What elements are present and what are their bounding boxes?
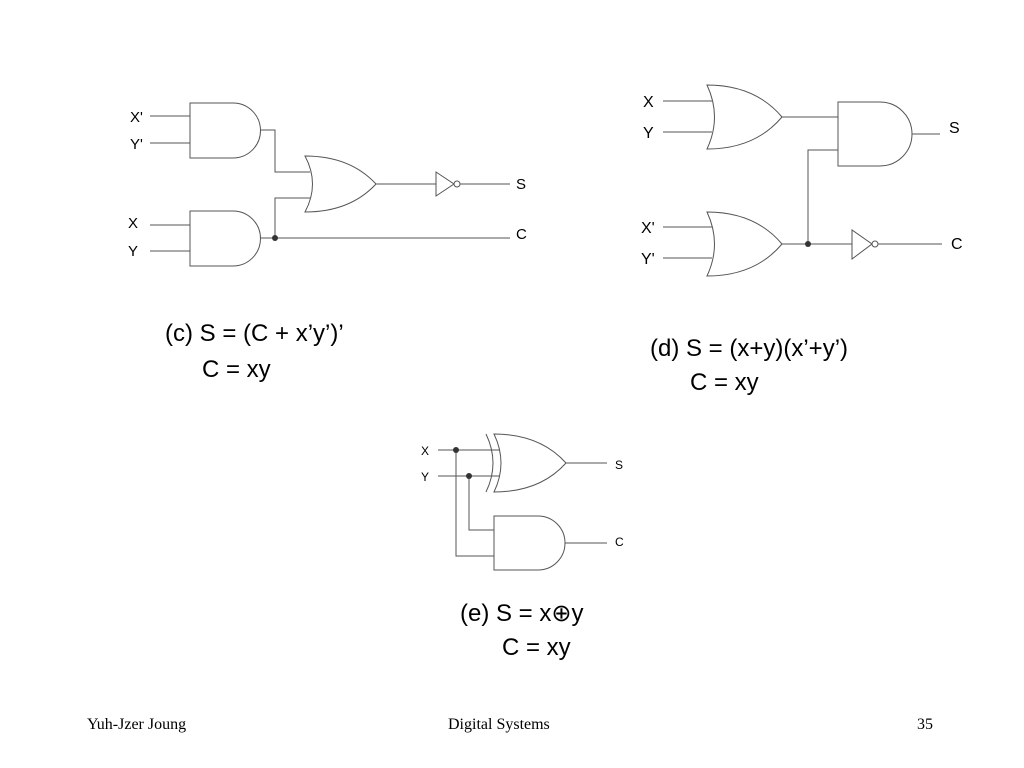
footer-page-number: 35 — [917, 716, 933, 733]
and-gate-c-bottom — [189, 210, 261, 267]
or-gate-d-top — [706, 84, 783, 150]
junction-dot-e-y — [466, 473, 472, 479]
junction-dot-d — [805, 241, 811, 247]
label-c-s: S — [516, 176, 526, 193]
equation-c-line1: (c) S = (C + x’y’)’ — [165, 320, 344, 347]
equation-d-line1: (d) S = (x+y)(x’+y’) — [650, 335, 849, 362]
label-d-yprime: Y' — [641, 251, 655, 268]
wire-e-x-and — [455, 450, 494, 557]
label-c-xprime: X' — [130, 109, 143, 126]
label-e-c: C — [615, 535, 624, 549]
footer-author: Yuh-Jzer Joung — [87, 716, 187, 733]
label-e-y: Y — [421, 470, 429, 484]
wire-e-y-and — [468, 476, 494, 531]
and-gate-d — [837, 101, 913, 167]
label-d-x: X — [643, 94, 654, 111]
label-e-s: S — [615, 458, 623, 472]
equation-c-line2: C = xy — [202, 356, 271, 383]
label-c-c: C — [516, 226, 527, 243]
equation-d-line2: C = xy — [690, 369, 759, 396]
equation-e-line1: (e) S = x⊕y — [460, 600, 584, 627]
label-c-y: Y — [128, 243, 138, 260]
label-d-s: S — [949, 120, 960, 137]
equation-e-line2: C = xy — [502, 634, 571, 661]
or-gate-c — [304, 155, 377, 213]
label-c-x: X — [128, 215, 138, 232]
wire-d-or2-and — [782, 149, 838, 245]
label-d-c: C — [951, 236, 963, 253]
not-gate-d — [851, 229, 873, 260]
xor-gate-back-curve — [485, 433, 494, 493]
label-c-yprime: Y' — [130, 136, 143, 153]
or-gate-d-bottom — [706, 211, 783, 277]
and-gate-c-top — [189, 102, 261, 159]
label-e-x: X — [421, 444, 429, 458]
and-gate-e — [493, 515, 566, 571]
footer-course: Digital Systems — [448, 716, 550, 733]
label-d-xprime: X' — [641, 220, 655, 237]
not-gate-c — [435, 171, 455, 197]
label-d-y: Y — [643, 125, 654, 142]
wire-c-and1-or — [260, 129, 310, 173]
junction-dot-c — [272, 235, 278, 241]
junction-dot-e-x — [453, 447, 459, 453]
xor-gate-e — [493, 433, 567, 493]
